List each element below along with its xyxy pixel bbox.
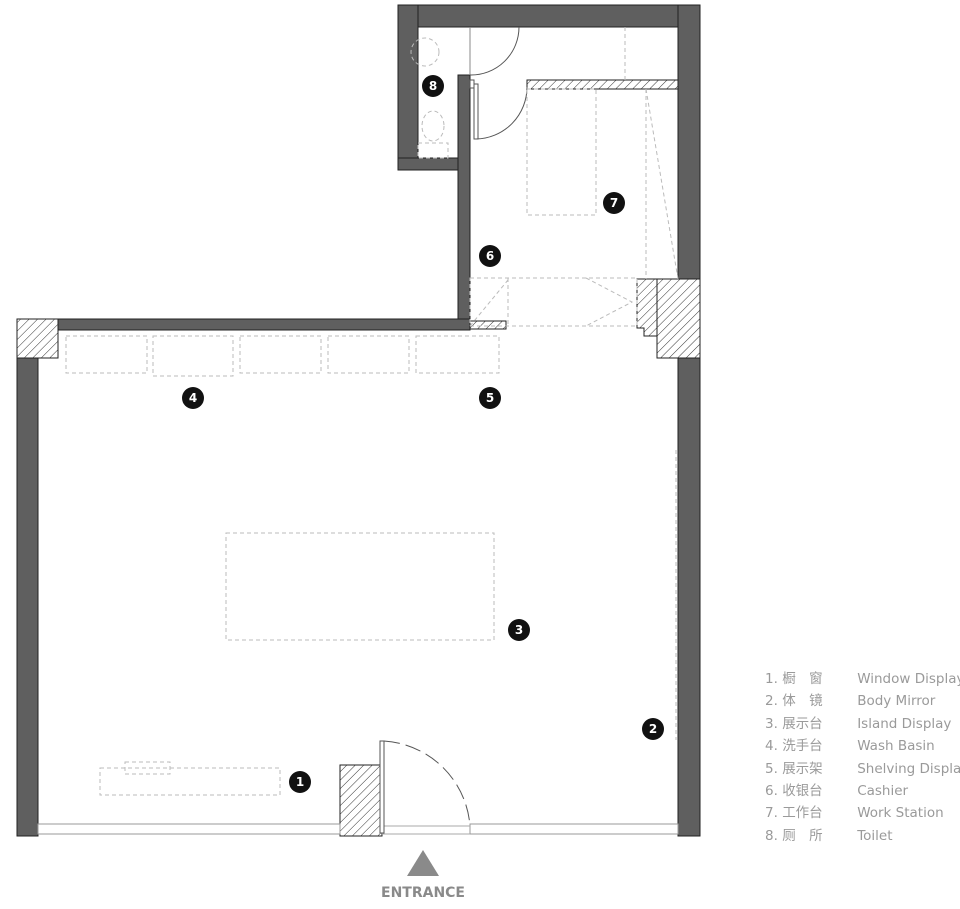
top-wall (397, 4, 701, 28)
marker-2: 2 (642, 718, 664, 740)
svg-text:6: 6 (486, 249, 494, 263)
main-top-wall (57, 318, 471, 331)
entrance-arrow-icon (407, 850, 439, 876)
toilet-fixture (421, 110, 445, 142)
marker-7: 7 (603, 192, 625, 214)
svg-text:4: 4 (189, 391, 197, 405)
work-table (526, 88, 597, 216)
toilet-tank (417, 142, 449, 159)
storefront-glass-right (469, 823, 679, 835)
window-display (99, 767, 281, 796)
workroom-door (469, 79, 528, 140)
toilet-door (469, 26, 520, 76)
column-top-left (16, 318, 59, 359)
column-entrance (339, 764, 383, 837)
wash-basin-shelves (65, 335, 500, 377)
island-display (225, 532, 495, 641)
svg-text:1: 1 (296, 775, 304, 789)
column-right (636, 278, 701, 359)
marker-3: 3 (508, 619, 530, 641)
marker-1: 1 (289, 771, 311, 793)
entrance-label: ENTRANCE (381, 885, 465, 901)
marker-4: 4 (182, 387, 204, 409)
cashier-desk (469, 277, 638, 327)
toilet-bottom-wall (397, 157, 461, 171)
left-wall (16, 357, 39, 837)
svg-text:2: 2 (649, 722, 657, 736)
svg-text:7: 7 (610, 196, 618, 210)
svg-text:8: 8 (429, 79, 437, 93)
storefront-glass-left (37, 823, 341, 835)
right-wall-upper (677, 4, 701, 280)
marker-8: 8 (422, 75, 444, 97)
toilet-left-wall (397, 4, 419, 171)
right-wall-lower (677, 357, 701, 837)
svg-text:3: 3 (515, 623, 523, 637)
partition-wall (457, 74, 471, 331)
walls (16, 4, 701, 837)
entrance-door (379, 740, 471, 834)
marker-6: 6 (479, 245, 501, 267)
marker-5: 5 (479, 387, 501, 409)
cashier-counter-strip (469, 320, 507, 330)
svg-text:5: 5 (486, 391, 494, 405)
sink-fixture (410, 37, 440, 67)
work-shelf (526, 79, 679, 90)
